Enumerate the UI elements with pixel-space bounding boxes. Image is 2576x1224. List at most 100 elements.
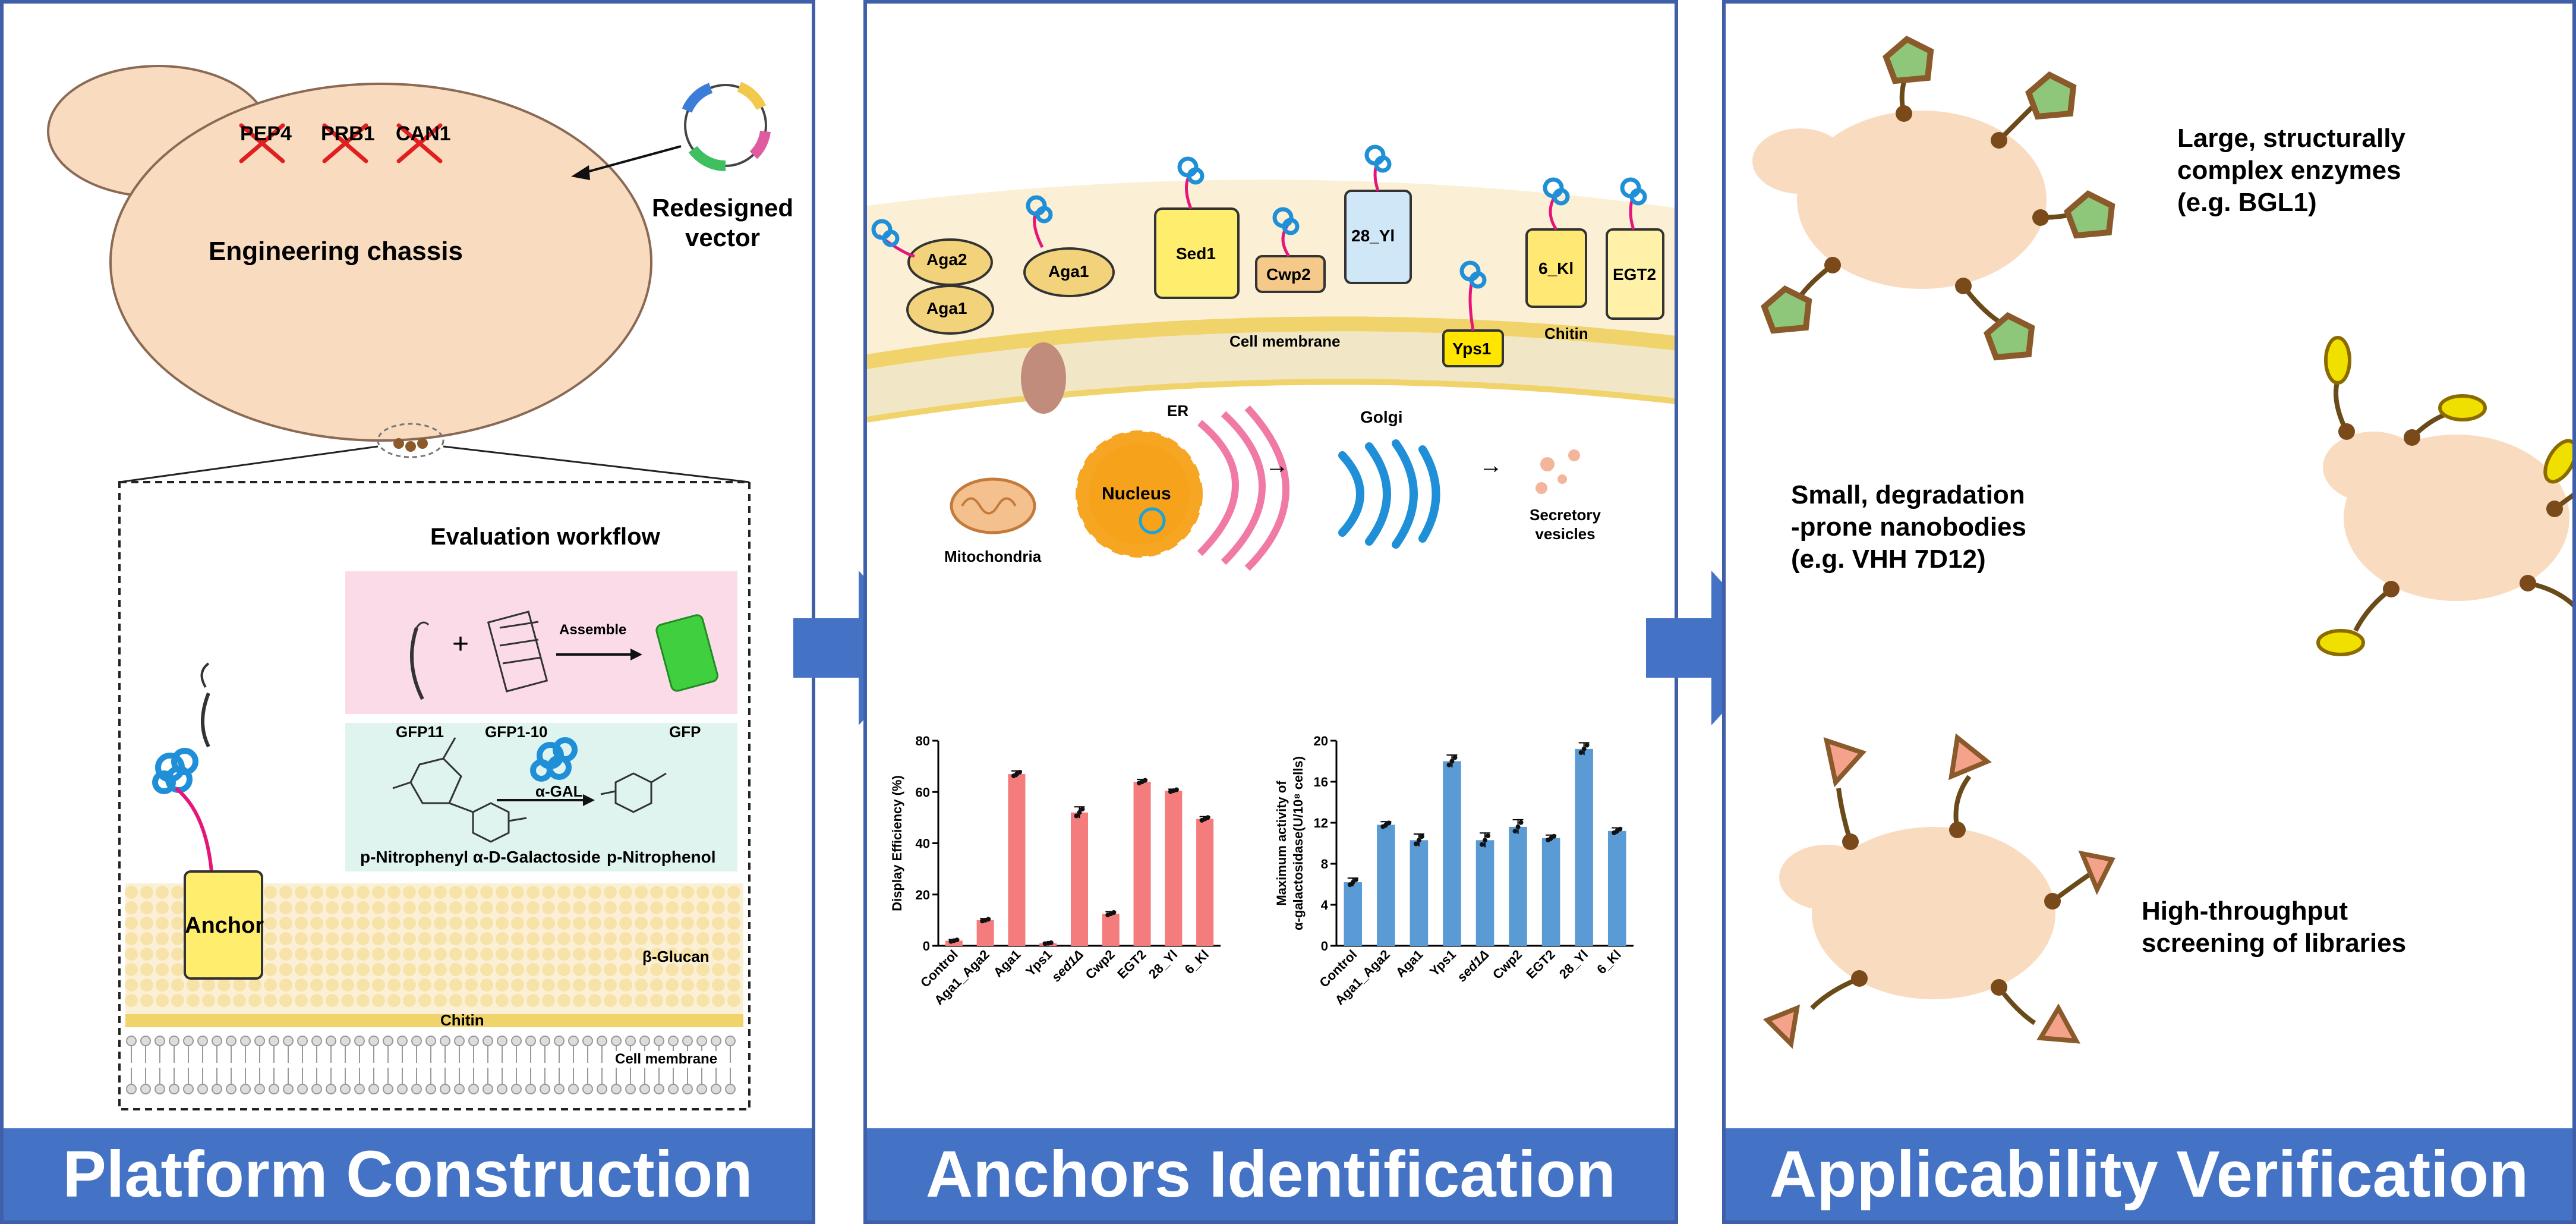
replicate-point bbox=[1584, 742, 1590, 748]
replicate-point bbox=[1552, 833, 1557, 839]
application-2: Small, degradation -prone nanobodies (e.… bbox=[1791, 479, 2026, 575]
plus-sign: + bbox=[452, 628, 469, 660]
y-tick-label: 20 bbox=[1314, 734, 1328, 748]
anchors-identification-title: Anchors Identification bbox=[867, 1128, 1675, 1220]
bar-5 bbox=[1102, 914, 1120, 946]
y-tick-label: 4 bbox=[1321, 898, 1329, 913]
workflow-title: Evaluation workflow bbox=[430, 524, 660, 550]
x-tick-label: EGT2 bbox=[1114, 947, 1149, 981]
x-tick-label: Aga1 bbox=[991, 947, 1024, 980]
x-tick-label: sed1Δ bbox=[1048, 947, 1086, 985]
bar-2 bbox=[1410, 840, 1429, 946]
replicate-point bbox=[1515, 824, 1521, 829]
bar-1 bbox=[976, 920, 994, 946]
substrate-label: p-Nitrophenyl α-D-Galactoside bbox=[360, 848, 601, 866]
application-1: Large, structurally complex enzymes (e.g… bbox=[2177, 122, 2405, 219]
ko-pep4: PEP4 bbox=[240, 122, 292, 145]
y-tick-label: 0 bbox=[923, 939, 930, 954]
application-1-line-3: (e.g. BGL1) bbox=[2177, 188, 2317, 217]
application-3-line-1: High-throughput bbox=[2142, 896, 2348, 926]
bar-8 bbox=[1607, 830, 1626, 946]
vesicles-label-2: vesicles bbox=[1535, 525, 1596, 543]
x-tick-label: EGT2 bbox=[1523, 947, 1557, 981]
bar-2 bbox=[1008, 774, 1026, 946]
cell-surface-diagram: 020406080ControlAga1_Aga2Aga1Yps1sed1ΔCw… bbox=[867, 144, 1675, 1008]
product-label: p-Nitrophenol bbox=[607, 848, 716, 866]
application-2-line-3: (e.g. VHH 7D12) bbox=[1791, 545, 1986, 574]
application-cells bbox=[1752, 36, 2572, 1049]
application-1-line-1: Large, structurally bbox=[2177, 124, 2405, 153]
cell-membrane-label: Cell membrane bbox=[1229, 332, 1341, 350]
y-tick-label: 12 bbox=[1314, 816, 1328, 830]
display-efficiency-chart: 020406080ControlAga1_Aga2Aga1Yps1sed1ΔCw… bbox=[890, 734, 1221, 1008]
chitin-label-2: Chitin bbox=[1544, 325, 1588, 342]
y-tick-label: 16 bbox=[1314, 775, 1328, 789]
x-tick-label: 6_Kl bbox=[1594, 947, 1624, 977]
bar-4 bbox=[1475, 840, 1494, 946]
x-tick-label: 6_Kl bbox=[1182, 947, 1212, 977]
application-3: High-throughput screening of libraries bbox=[2142, 895, 2406, 959]
vector-label-2: vector bbox=[685, 224, 761, 251]
replicate-point bbox=[1017, 769, 1022, 775]
cell-label: Engineering chassis bbox=[209, 237, 463, 266]
y-tick-label: 60 bbox=[916, 785, 930, 800]
bar-6 bbox=[1133, 782, 1151, 946]
application-3-line-2: screening of libraries bbox=[2142, 929, 2407, 958]
bar-3 bbox=[1443, 761, 1461, 946]
anchor-aga2: Aga2 bbox=[926, 250, 967, 269]
replicate-point bbox=[1480, 842, 1484, 847]
chitin-label: Chitin bbox=[440, 1011, 484, 1029]
x-tick-label: Cwp2 bbox=[1083, 947, 1118, 982]
applicability-verification-panel: Large, structurally complex enzymes (e.g… bbox=[1722, 0, 2576, 1224]
nucleus-label: Nucleus bbox=[1102, 484, 1171, 504]
gfp11-label: GFP11 bbox=[396, 723, 444, 741]
platform-diagram bbox=[47, 65, 771, 1110]
replicate-point bbox=[1446, 762, 1452, 767]
bar-0 bbox=[1344, 882, 1363, 946]
replicate-point bbox=[1449, 759, 1455, 764]
x-tick-label: sed1Δ bbox=[1454, 947, 1492, 985]
y-axis-label: Maximum activity of bbox=[1274, 781, 1289, 906]
replicate-point bbox=[1111, 910, 1117, 915]
bar-8 bbox=[1196, 819, 1214, 946]
replicate-point bbox=[1174, 787, 1179, 792]
er-label: ER bbox=[1167, 402, 1189, 420]
anchor-28-yl: 28_Yl bbox=[1351, 226, 1395, 245]
y-tick-label: 80 bbox=[916, 734, 930, 748]
bar-7 bbox=[1575, 748, 1593, 946]
mitochondria-label: Mitochondria bbox=[944, 548, 1042, 565]
application-1-line-2: complex enzymes bbox=[2177, 156, 2401, 185]
replicate-point bbox=[1205, 815, 1210, 820]
replicate-point bbox=[1077, 810, 1082, 815]
flow-arrow-2-icon bbox=[1646, 571, 1783, 725]
x-tick-label: 28_Yl bbox=[1556, 947, 1591, 981]
membrane-label: Cell membrane bbox=[613, 1051, 720, 1068]
application-2-line-1: Small, degradation bbox=[1791, 480, 2025, 509]
platform-construction-panel: PEP4 PRB1 CAN1 Engineering chassis Redes… bbox=[0, 0, 815, 1224]
replicate-point bbox=[1618, 826, 1623, 832]
ko-prb1: PRB1 bbox=[321, 122, 375, 145]
gfp1-10-label: GFP1-10 bbox=[485, 723, 548, 741]
application-2-line-2: -prone nanobodies bbox=[1791, 512, 2026, 542]
vector-label-1: Redesigned bbox=[651, 194, 794, 222]
bar-0 bbox=[945, 940, 963, 946]
replicate-point bbox=[1048, 940, 1054, 945]
replicate-point bbox=[1416, 838, 1421, 843]
anchor-aga1-a: Aga1 bbox=[926, 299, 967, 317]
replicate-point bbox=[1074, 813, 1079, 819]
replicate-point bbox=[1486, 833, 1490, 839]
chassis-cell bbox=[109, 83, 652, 442]
y-tick-label: 20 bbox=[916, 888, 930, 902]
anchor-aga1-b: Aga1 bbox=[1048, 262, 1089, 281]
ko-can1: CAN1 bbox=[396, 122, 451, 145]
replicate-point bbox=[1581, 746, 1587, 751]
anchor-6-kl: 6_Kl bbox=[1538, 259, 1574, 278]
replicate-point bbox=[954, 937, 960, 943]
y-axis-label: α-galactosidase(U/10⁸ cells) bbox=[1291, 756, 1306, 930]
replicate-point bbox=[986, 917, 991, 922]
replicate-point bbox=[1386, 820, 1392, 826]
replicate-point bbox=[1578, 750, 1584, 756]
x-tick-label: Aga1 bbox=[1393, 947, 1426, 980]
